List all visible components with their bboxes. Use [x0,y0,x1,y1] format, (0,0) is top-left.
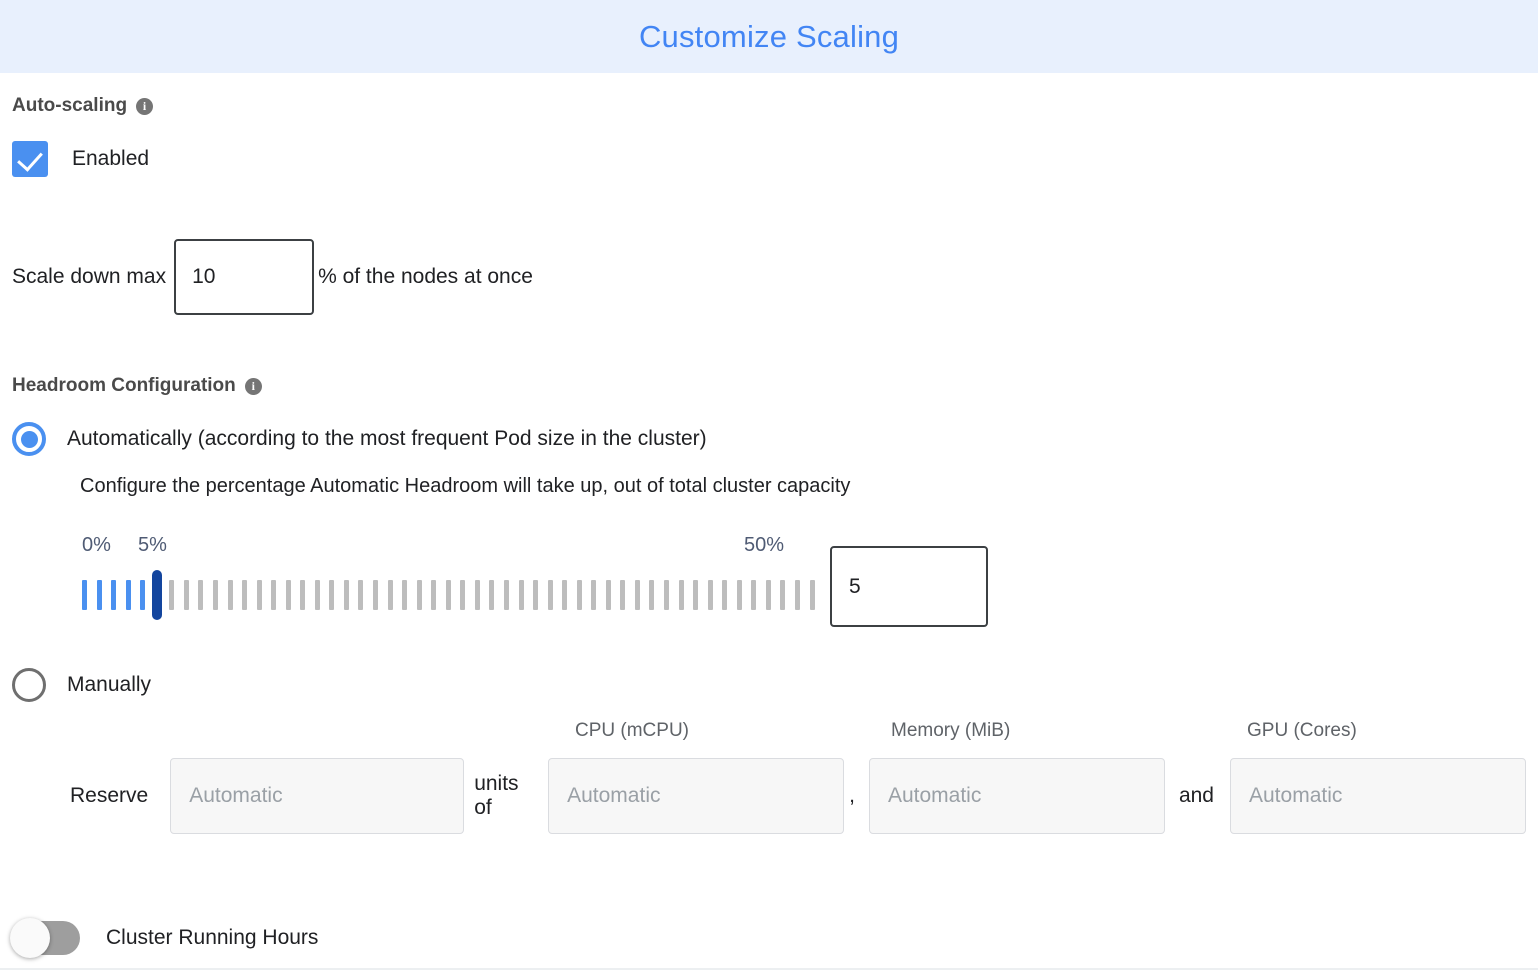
info-icon[interactable]: i [136,97,154,115]
slider-tick [445,580,451,610]
and-separator: and [1178,784,1214,807]
slider-tick [634,580,640,610]
units-of-label: units of [474,772,519,819]
slider-tick [533,580,539,610]
scale-down-max-row: Scale down max % of the nodes at once [12,239,1526,315]
slider-current-label: 5% [138,534,167,556]
slider-tick [678,580,684,610]
slider-tick [794,580,800,610]
slider-tick [605,580,611,610]
slider-tick [591,580,597,610]
auto-scaling-enabled-row[interactable]: Enabled [12,141,1526,177]
dialog-body: Auto-scaling i Enabled Scale down max % … [0,95,1538,840]
slider-tick [707,580,713,610]
slider-tick-labels: 0% 5% 50% [82,534,822,560]
slider-tick [649,580,655,610]
slider-tick [503,580,509,610]
auto-scaling-section-label: Auto-scaling i [12,95,1526,117]
reserve-units-input[interactable] [170,758,465,834]
slider-tick [460,580,466,610]
slider-tick [431,580,437,610]
slider-tick [576,580,582,610]
page-title: Customize Scaling [638,18,900,54]
reserve-row: Reserve units of , and [70,758,1526,834]
slider-tick [518,580,524,610]
scale-down-max-suffix: % of the nodes at once [318,265,533,288]
slider-tick [343,580,349,610]
slider-thumb[interactable] [152,570,163,620]
slider-tick [96,580,102,610]
slider-tick [402,580,408,610]
slider-tick [416,580,422,610]
cluster-running-hours-row[interactable]: Cluster Running Hours [10,918,319,958]
memory-field-header: Memory (MiB) [891,720,1011,741]
slider-tick [620,580,626,610]
dialog-header: Customize Scaling [0,0,1538,73]
slider-tick [547,580,553,610]
radio-manually[interactable] [12,668,46,702]
radio-automatic-label: Automatically (according to the most fre… [67,427,707,450]
headroom-slider-block: 0% 5% 50% [82,534,988,627]
slider-tick [111,580,117,610]
slider-tick [169,580,175,610]
headroom-automatic-row[interactable]: Automatically (according to the most fre… [12,422,1526,456]
headroom-slider[interactable] [82,570,822,620]
slider-tick [198,580,204,610]
cluster-running-hours-toggle[interactable] [10,918,80,958]
slider-tick [562,580,568,610]
reserve-label: Reserve [70,784,149,807]
slider-tick [212,580,218,610]
scale-down-max-label: Scale down max [12,265,167,288]
cpu-field-header: CPU (mCPU) [575,720,689,741]
slider-tick [227,580,233,610]
slider-tick [664,580,669,610]
slider-tick [285,580,291,610]
slider-tick [780,580,786,610]
radio-automatic[interactable] [12,422,46,456]
reserve-memory-input[interactable] [868,758,1165,834]
slider-tick [242,580,248,610]
slider-tick [736,580,742,610]
headroom-slider-value-input[interactable] [830,546,988,627]
cluster-running-hours-label: Cluster Running Hours [106,926,319,949]
enabled-checkbox[interactable] [12,141,48,177]
slider-tick [82,580,87,610]
slider-tick [373,580,378,610]
slider-max-label: 50% [744,534,785,556]
slider-tick [809,580,815,610]
slider-tick [256,580,262,610]
slider-tick [271,580,277,610]
slider-tick [300,580,306,610]
auto-scaling-label-text: Auto-scaling [12,95,128,116]
headroom-section-label: Headroom Configuration i [12,375,1526,397]
slider-tick [358,580,364,610]
slider-tick [751,580,757,610]
info-icon[interactable]: i [244,377,262,395]
headroom-label-text: Headroom Configuration [12,375,236,396]
reserve-gpu-input[interactable] [1230,758,1526,834]
slider-tick [489,580,495,610]
slider-tick [693,580,699,610]
slider-tick [140,580,146,610]
enabled-label: Enabled [72,147,150,170]
radio-manually-label: Manually [67,673,152,696]
headroom-manual-row[interactable]: Manually [12,668,1526,702]
toggle-knob [10,918,50,958]
slider-tick [125,580,131,610]
slider-tick [474,580,480,610]
scale-down-max-input[interactable] [174,239,315,315]
slider-tick [314,580,320,610]
slider-tick [722,580,728,610]
slider-min-label: 0% [82,534,111,556]
slider-tick [329,580,335,610]
slider-tick [183,580,189,610]
bottom-divider [0,968,1538,970]
headroom-automatic-description: Configure the percentage Automatic Headr… [80,475,851,497]
manual-reserve-section: CPU (mCPU) Memory (MiB) GPU (Cores) Rese… [12,720,1526,840]
slider-tick [765,580,771,610]
gpu-field-header: GPU (Cores) [1247,720,1357,741]
slider-tick [387,580,393,610]
reserve-cpu-input[interactable] [548,758,845,834]
comma-separator: , [849,784,855,807]
